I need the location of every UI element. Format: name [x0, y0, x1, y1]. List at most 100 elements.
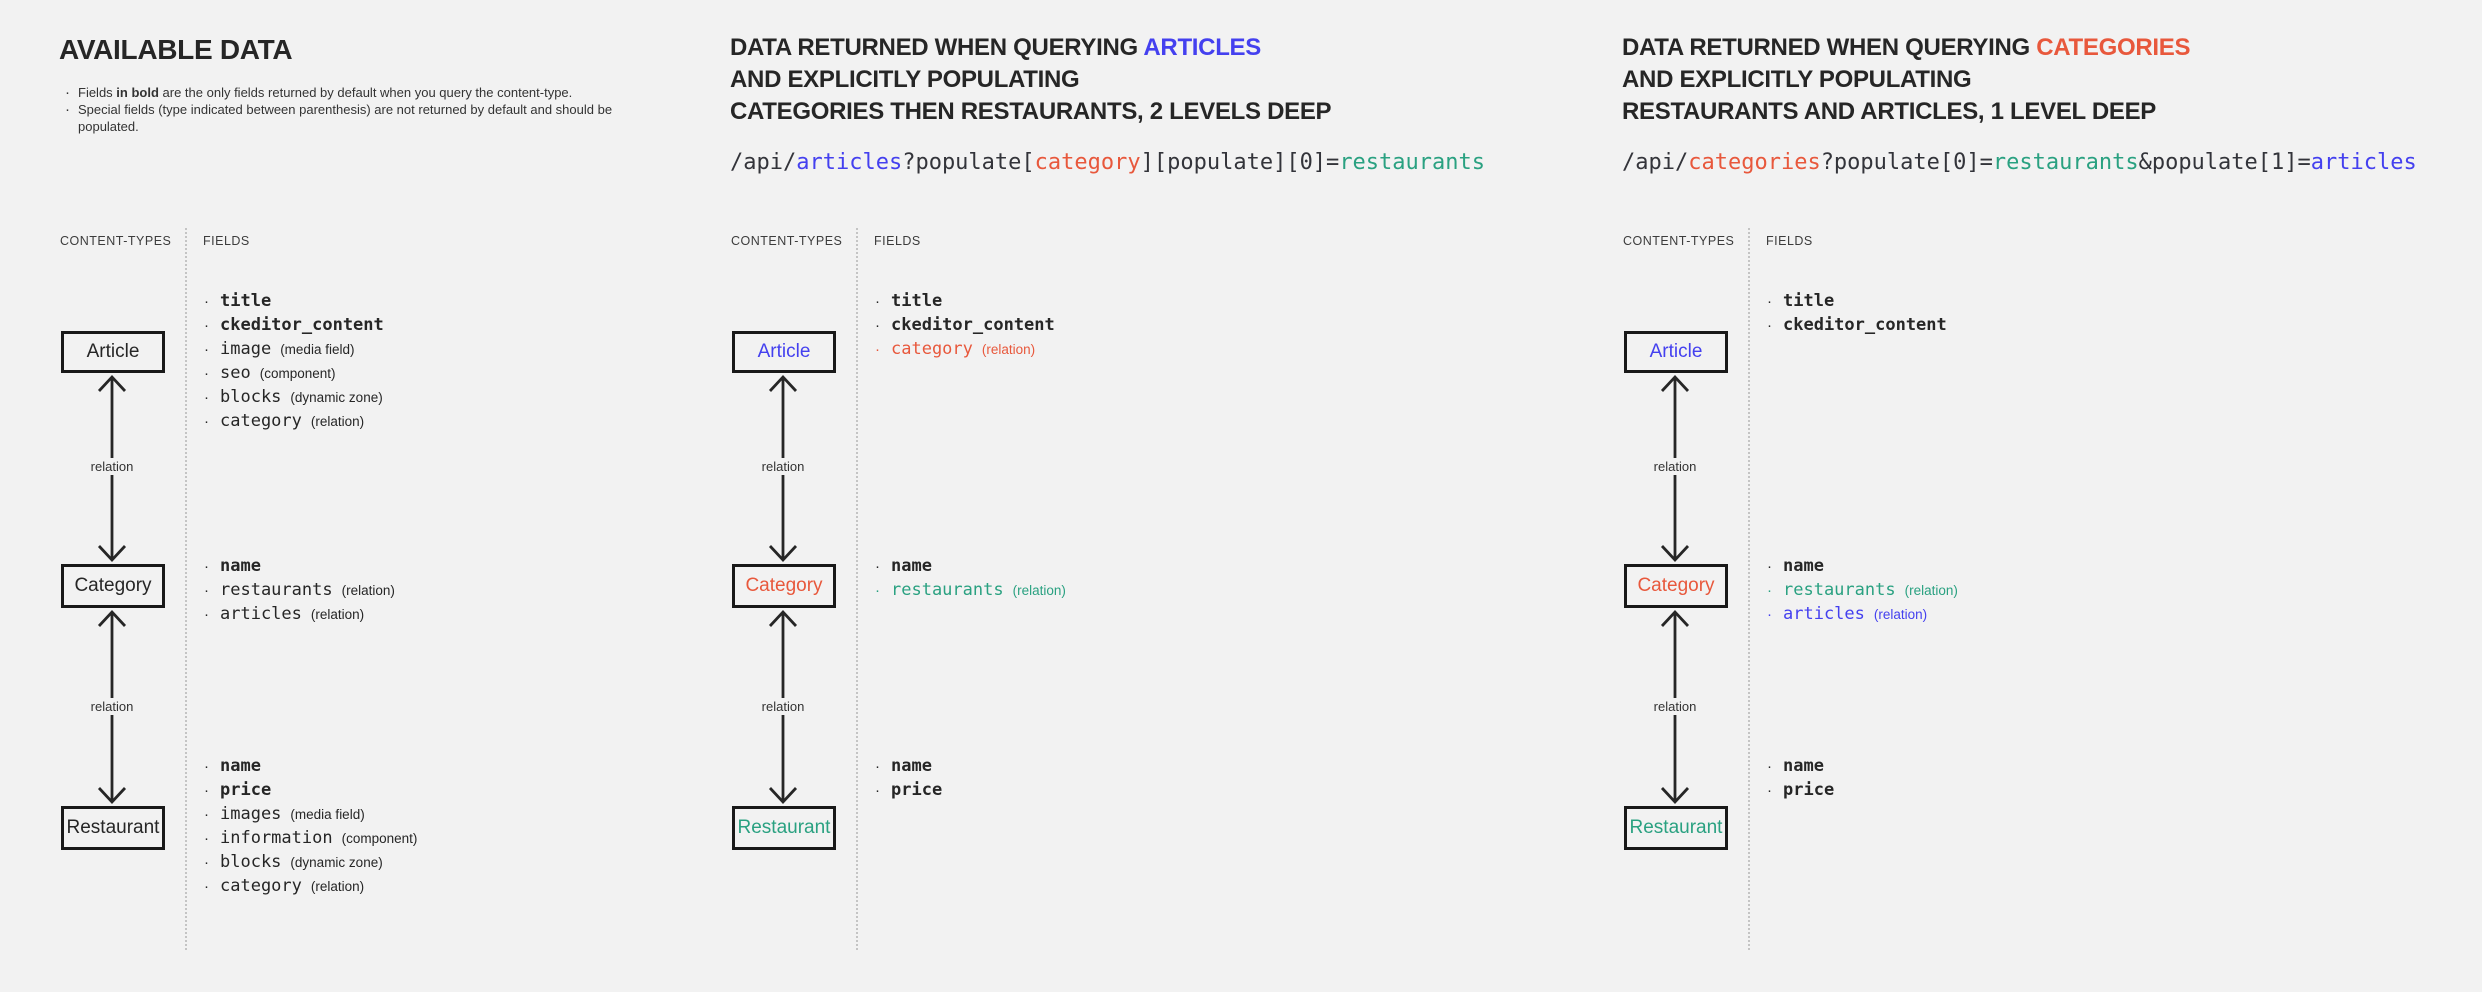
field-name: articles [220, 604, 302, 624]
category-fields-list: · name · restaurants (relation) [875, 556, 1066, 604]
category-box-label: Category [74, 575, 152, 596]
fields-header: FIELDS [874, 234, 921, 248]
bullet-icon: · [1767, 758, 1772, 775]
dotted-divider [185, 228, 187, 950]
field-type: (relation) [310, 879, 365, 894]
bullet-icon: · [204, 413, 209, 430]
api-segment-category: category [1034, 150, 1141, 175]
field-name: images [220, 804, 282, 824]
field-type: (relation) [1904, 583, 1958, 598]
field-row: ·name [204, 556, 395, 580]
category-fields-list: ·name ·restaurants(relation) ·articles(r… [1767, 556, 1958, 628]
dotted-divider [856, 228, 858, 950]
bullet-icon: · [1767, 317, 1772, 334]
bullet-icon: · [1767, 782, 1772, 799]
api-segment-articles: articles [796, 150, 903, 175]
bullet-icon: · [1767, 582, 1772, 599]
field-name: seo [220, 363, 251, 383]
title-line: AND EXPLICITLY POPULATING [730, 66, 1080, 93]
field-row: · blocks (dynamic zone) [204, 387, 384, 411]
field-name: category [891, 339, 973, 359]
api-segment-articles: articles [2310, 150, 2417, 175]
api-segment: /api/ [1622, 150, 1689, 175]
field-name: name [891, 556, 932, 576]
field-type: (relation) [310, 607, 365, 622]
bullet-icon: · [1767, 558, 1772, 575]
bullet-icon: · [875, 317, 880, 334]
restaurant-fields-list: · name · price [1767, 756, 1834, 804]
fields-header: FIELDS [1766, 234, 1813, 248]
field-row: ·information(component) [204, 828, 417, 852]
content-types-header: CONTENT-TYPES [60, 234, 172, 248]
field-name: name [1783, 756, 1824, 776]
category-box-label: Category [745, 575, 823, 596]
bullet-icon: · [875, 582, 880, 599]
field-type: (media field) [280, 342, 355, 357]
api-path: /api/articles?populate[category][populat… [730, 150, 1485, 175]
content-types-header: CONTENT-TYPES [1623, 234, 1735, 248]
field-name: blocks [220, 387, 282, 407]
title-text: DATA RETURNED WHEN QUERYING [730, 34, 1144, 61]
field-name: price [891, 780, 943, 800]
field-name: image [220, 339, 272, 359]
field-type: (relation) [1012, 583, 1066, 598]
relation-label: relation [86, 698, 138, 715]
bullet-icon: · [204, 389, 209, 406]
field-row: ·blocks(dynamic zone) [204, 852, 417, 876]
field-row: · title [204, 291, 384, 315]
field-type: (media field) [290, 807, 365, 822]
bullet-icon: · [204, 758, 209, 775]
field-name: price [1783, 780, 1835, 800]
field-name: restaurants [1783, 580, 1896, 600]
field-name: name [220, 756, 261, 776]
field-row: ·restaurants(relation) [204, 580, 395, 604]
category-box: Category [1624, 564, 1728, 608]
field-name: restaurants [220, 580, 333, 600]
restaurant-fields-list: ·name ·price ·images(media field) ·infor… [204, 756, 417, 900]
field-row: ·category(relation) [204, 876, 417, 900]
field-row: ·image(media field) [204, 339, 384, 363]
restaurant-box: Restaurant [1624, 806, 1728, 850]
api-path: /api/categories?populate[0]=restaurants&… [1622, 150, 2417, 175]
fields-header: FIELDS [203, 234, 250, 248]
column-query-articles: DATA RETURNED WHEN QUERYING ARTICLES AND… [728, 0, 1598, 992]
field-name: ckeditor_content [220, 315, 384, 335]
field-row: · ckeditor_content [204, 315, 384, 339]
bullet-icon: · [875, 758, 880, 775]
field-type: (component) [259, 366, 336, 381]
field-name: name [1783, 556, 1824, 576]
article-box-label: Article [1649, 341, 1703, 362]
api-segment: ?populate[ [902, 150, 1035, 175]
field-type: (relation) [981, 342, 1036, 357]
relation-label: relation [757, 698, 809, 715]
api-segment-restaurants: restaurants [1339, 150, 1486, 175]
note-item: ·Fields in bold are the only fields retu… [63, 84, 623, 101]
field-type: (dynamic zone) [290, 390, 383, 405]
title-line: DATA RETURNED WHEN QUERYING ARTICLES [730, 32, 1331, 64]
column-available-data: AVAILABLE DATA ·Fields in bold are the o… [57, 0, 717, 992]
field-row: ·seo(component) [204, 363, 384, 387]
field-name: information [220, 828, 333, 848]
bullet-icon: · [875, 558, 880, 575]
article-fields-list: ·title ·ckeditor_content ·category(relat… [875, 291, 1055, 363]
restaurant-box: Restaurant [732, 806, 836, 850]
field-row: · restaurants (relation) [1767, 580, 1958, 604]
api-segment: ?populate[0]= [1820, 150, 1993, 175]
bullet-icon: · [204, 293, 209, 310]
category-fields-list: ·name ·restaurants(relation) ·articles(r… [204, 556, 395, 628]
field-row: ·category(relation) [204, 411, 384, 435]
field-row: ·images(media field) [204, 804, 417, 828]
field-row: ·articles(relation) [204, 604, 395, 628]
bullet-icon: · [875, 293, 880, 310]
api-segment-restaurants: restaurants [1992, 150, 2139, 175]
bullet-icon: · [204, 317, 209, 334]
field-name: restaurants [891, 580, 1004, 600]
field-type: (dynamic zone) [290, 855, 383, 870]
notes-list: ·Fields in bold are the only fields retu… [63, 84, 623, 135]
field-name: title [220, 291, 272, 311]
title-line: CATEGORIES THEN RESTAURANTS, 2 LEVELS DE… [730, 98, 1332, 125]
field-row: · name [1767, 556, 1958, 580]
article-box: Article [732, 331, 836, 373]
column-query-categories: DATA RETURNED WHEN QUERYING CATEGORIES A… [1620, 0, 2480, 992]
